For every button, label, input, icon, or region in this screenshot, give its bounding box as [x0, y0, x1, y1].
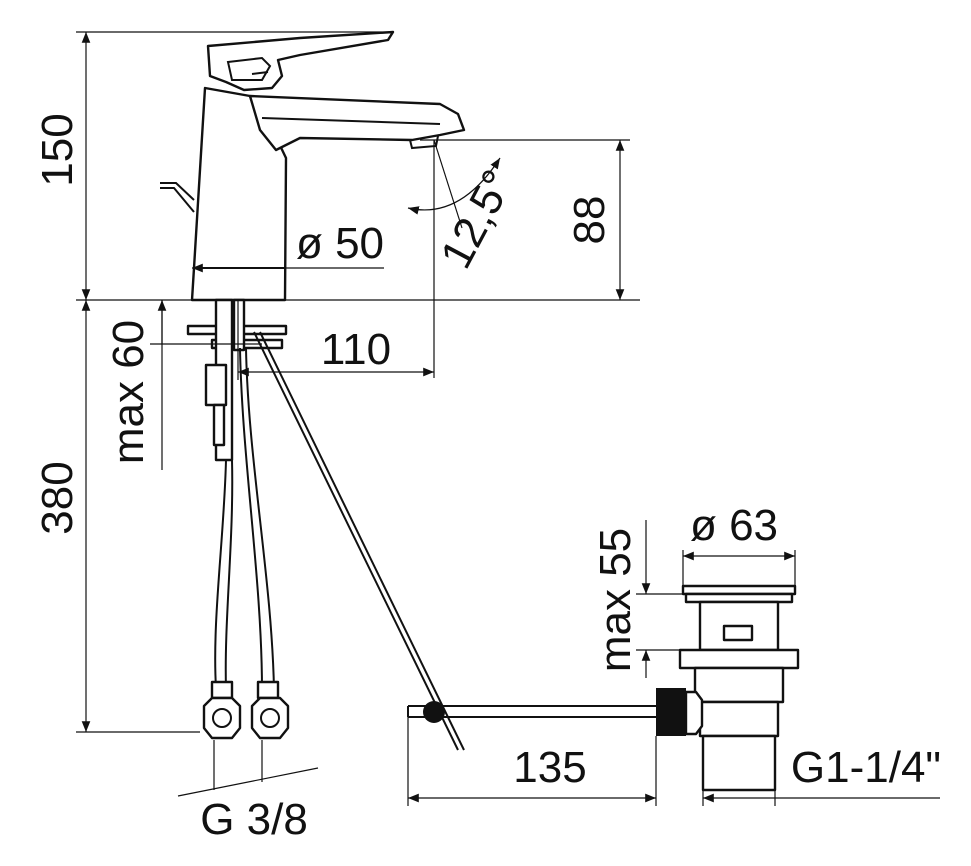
label-rod-length: 135 [513, 743, 586, 792]
faucet-handle-lever [206, 30, 395, 92]
dimension-lines [76, 31, 940, 806]
label-spout-height: 88 [565, 196, 614, 245]
label-max-deck: max 60 [104, 320, 153, 464]
flexible-hoses [214, 347, 275, 691]
faucet-spout [248, 94, 466, 152]
pop-up-knob [160, 182, 195, 213]
waste-valve [656, 584, 800, 792]
label-waste-diameter: ø 63 [690, 501, 778, 550]
label-body-diameter: ø 50 [296, 219, 384, 268]
label-waste-thread: G1-1/4" [791, 743, 941, 792]
hose-nut-left [202, 680, 242, 740]
pop-up-rod [253, 331, 656, 751]
dimension-labels: 150 380 max 60 88 12,5° ø 50 110 ø 63 ma… [33, 113, 941, 844]
label-spout-reach: 110 [321, 325, 391, 374]
hose-nut-right [250, 680, 290, 740]
label-total-height: 150 [33, 113, 82, 186]
label-max-basin: max 55 [591, 528, 640, 672]
label-hose-length: 380 [33, 461, 82, 534]
mounting-hardware [186, 298, 288, 462]
label-spout-angle: 12,5° [431, 162, 523, 276]
label-hose-thread: G 3/8 [200, 795, 308, 844]
